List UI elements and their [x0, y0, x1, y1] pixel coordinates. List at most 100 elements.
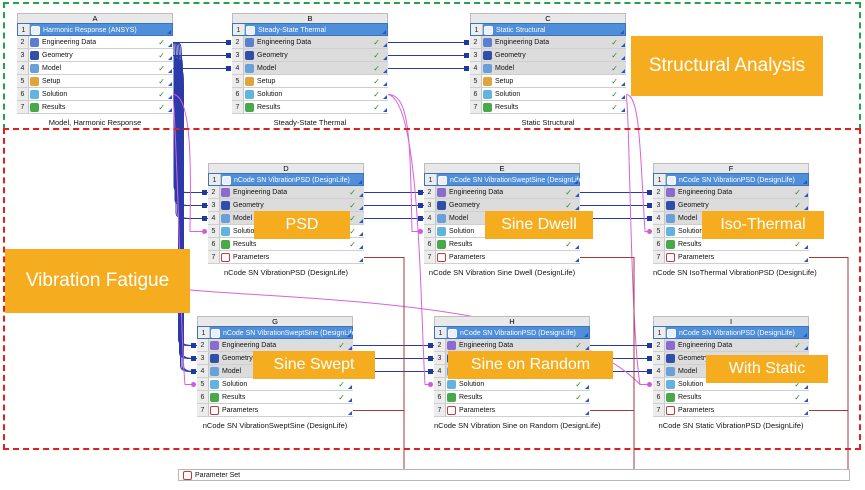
expand-arrow-icon[interactable]	[383, 82, 387, 86]
expand-arrow-icon[interactable]	[804, 206, 808, 210]
cell-row[interactable]: 2 Engineering Data ✓	[464, 36, 626, 49]
input-port[interactable]	[428, 369, 433, 374]
cell-row[interactable]: 5 Setup ✓	[470, 75, 626, 88]
input-port[interactable]	[191, 343, 196, 348]
expand-arrow-icon[interactable]	[585, 385, 589, 389]
expand-arrow-icon[interactable]	[168, 95, 172, 99]
expand-arrow-icon[interactable]	[621, 82, 625, 86]
cell-row[interactable]: 4 Model ✓	[464, 62, 626, 75]
cell-row[interactable]: 6 Solution ✓	[17, 88, 173, 101]
cell-row[interactable]: 7 Parameters	[653, 404, 809, 417]
expand-arrow-icon[interactable]	[359, 258, 363, 262]
input-port[interactable]	[647, 190, 652, 195]
cell-row[interactable]: 6 Solution ✓	[232, 88, 388, 101]
expand-arrow-icon[interactable]	[383, 69, 387, 73]
expand-arrow-icon[interactable]	[359, 245, 363, 249]
expand-arrow-icon[interactable]	[574, 180, 578, 184]
expand-arrow-icon[interactable]	[804, 346, 808, 350]
expand-arrow-icon[interactable]	[575, 245, 579, 249]
input-port[interactable]	[647, 343, 652, 348]
expand-arrow-icon[interactable]	[804, 385, 808, 389]
cell-row[interactable]: 7 Results ✓	[470, 101, 626, 114]
cell-row[interactable]: 6 Solution ✓	[470, 88, 626, 101]
system-title-row[interactable]: 1 nCode SN VibrationPSD (DesignLife)	[208, 173, 364, 186]
expand-arrow-icon[interactable]	[621, 95, 625, 99]
expand-arrow-icon[interactable]	[621, 56, 625, 60]
expand-arrow-icon[interactable]	[621, 43, 625, 47]
expand-arrow-icon[interactable]	[585, 411, 589, 415]
cell-row[interactable]: 6 Results ✓	[208, 238, 364, 251]
expand-arrow-icon[interactable]	[620, 30, 624, 34]
input-port[interactable]	[647, 216, 652, 221]
expand-arrow-icon[interactable]	[584, 333, 588, 337]
expand-arrow-icon[interactable]	[168, 56, 172, 60]
input-port[interactable]	[464, 66, 469, 71]
cell-row[interactable]: 6 Results ✓	[653, 391, 809, 404]
input-port[interactable]	[202, 190, 207, 195]
expand-arrow-icon[interactable]	[804, 258, 808, 262]
input-port[interactable]	[418, 190, 423, 195]
cell-row[interactable]: 7 Parameters	[424, 251, 580, 264]
expand-arrow-icon[interactable]	[383, 43, 387, 47]
expand-arrow-icon[interactable]	[585, 398, 589, 402]
input-port[interactable]	[647, 203, 652, 208]
cell-row[interactable]: 2 Engineering Data ✓	[226, 36, 388, 49]
cell-row[interactable]: 3 Geometry ✓	[464, 49, 626, 62]
input-port[interactable]	[418, 203, 423, 208]
cell-row[interactable]: 7 Parameters	[653, 251, 809, 264]
expand-arrow-icon[interactable]	[348, 411, 352, 415]
expand-arrow-icon[interactable]	[359, 219, 363, 223]
input-port[interactable]	[202, 229, 207, 234]
parameter-set-bar[interactable]: Parameter Set	[178, 469, 850, 481]
expand-arrow-icon[interactable]	[804, 411, 808, 415]
expand-arrow-icon[interactable]	[585, 346, 589, 350]
expand-arrow-icon[interactable]	[348, 385, 352, 389]
cell-row[interactable]: 2 Engineering Data ✓	[647, 186, 809, 199]
expand-arrow-icon[interactable]	[575, 206, 579, 210]
input-port[interactable]	[191, 369, 196, 374]
expand-arrow-icon[interactable]	[575, 258, 579, 262]
input-port[interactable]	[647, 356, 652, 361]
cell-row[interactable]: 7 Parameters	[208, 251, 364, 264]
cell-row[interactable]: 2 Engineering Data ✓	[202, 186, 364, 199]
cell-row[interactable]: 2 Engineering Data ✓	[647, 339, 809, 352]
input-port[interactable]	[464, 53, 469, 58]
system-block-c[interactable]: C 1 Static Structural 2 Engineering Data…	[464, 13, 626, 127]
system-title-row[interactable]: 1 nCode SN VibrationSweptSine (DesignLif…	[424, 173, 585, 186]
expand-arrow-icon[interactable]	[348, 398, 352, 402]
input-port[interactable]	[202, 216, 207, 221]
input-port[interactable]	[226, 66, 231, 71]
cell-row[interactable]: 2 Engineering Data ✓	[418, 186, 580, 199]
cell-row[interactable]: 4 Model ✓	[226, 62, 388, 75]
cell-row[interactable]: 7 Parameters	[197, 404, 353, 417]
input-port[interactable]	[418, 216, 423, 221]
expand-arrow-icon[interactable]	[804, 245, 808, 249]
expand-arrow-icon[interactable]	[168, 108, 172, 112]
expand-arrow-icon[interactable]	[803, 180, 807, 184]
expand-arrow-icon[interactable]	[358, 180, 362, 184]
cell-row[interactable]: 7 Results ✓	[17, 101, 173, 114]
input-port[interactable]	[428, 343, 433, 348]
system-block-g[interactable]: G 1 nCode SN VibrationSweptSine (DesignL…	[191, 316, 358, 430]
cell-row[interactable]: 3 Geometry ✓	[17, 49, 173, 62]
input-port[interactable]	[191, 356, 196, 361]
system-block-a[interactable]: A 1 Harmonic Response (ANSYS) 2 Engineer…	[17, 13, 173, 127]
input-port[interactable]	[647, 382, 652, 387]
cell-row[interactable]: 6 Results ✓	[653, 238, 809, 251]
input-port[interactable]	[191, 382, 196, 387]
input-port[interactable]	[464, 40, 469, 45]
expand-arrow-icon[interactable]	[383, 108, 387, 112]
cell-row[interactable]: 4 Model ✓	[17, 62, 173, 75]
expand-arrow-icon[interactable]	[383, 56, 387, 60]
expand-arrow-icon[interactable]	[359, 232, 363, 236]
system-title-row[interactable]: 1 nCode SN VibrationPSD (DesignLife)	[434, 326, 590, 339]
input-port[interactable]	[428, 382, 433, 387]
input-port[interactable]	[418, 229, 423, 234]
cell-row[interactable]: 6 Results ✓	[424, 238, 580, 251]
input-port[interactable]	[226, 53, 231, 58]
expand-arrow-icon[interactable]	[383, 95, 387, 99]
system-title-row[interactable]: 1 nCode SN VibrationSweptSine (DesignLif…	[197, 326, 358, 339]
expand-arrow-icon[interactable]	[621, 69, 625, 73]
expand-arrow-icon[interactable]	[168, 43, 172, 47]
cell-row[interactable]: 5 Solution ✓	[428, 378, 590, 391]
